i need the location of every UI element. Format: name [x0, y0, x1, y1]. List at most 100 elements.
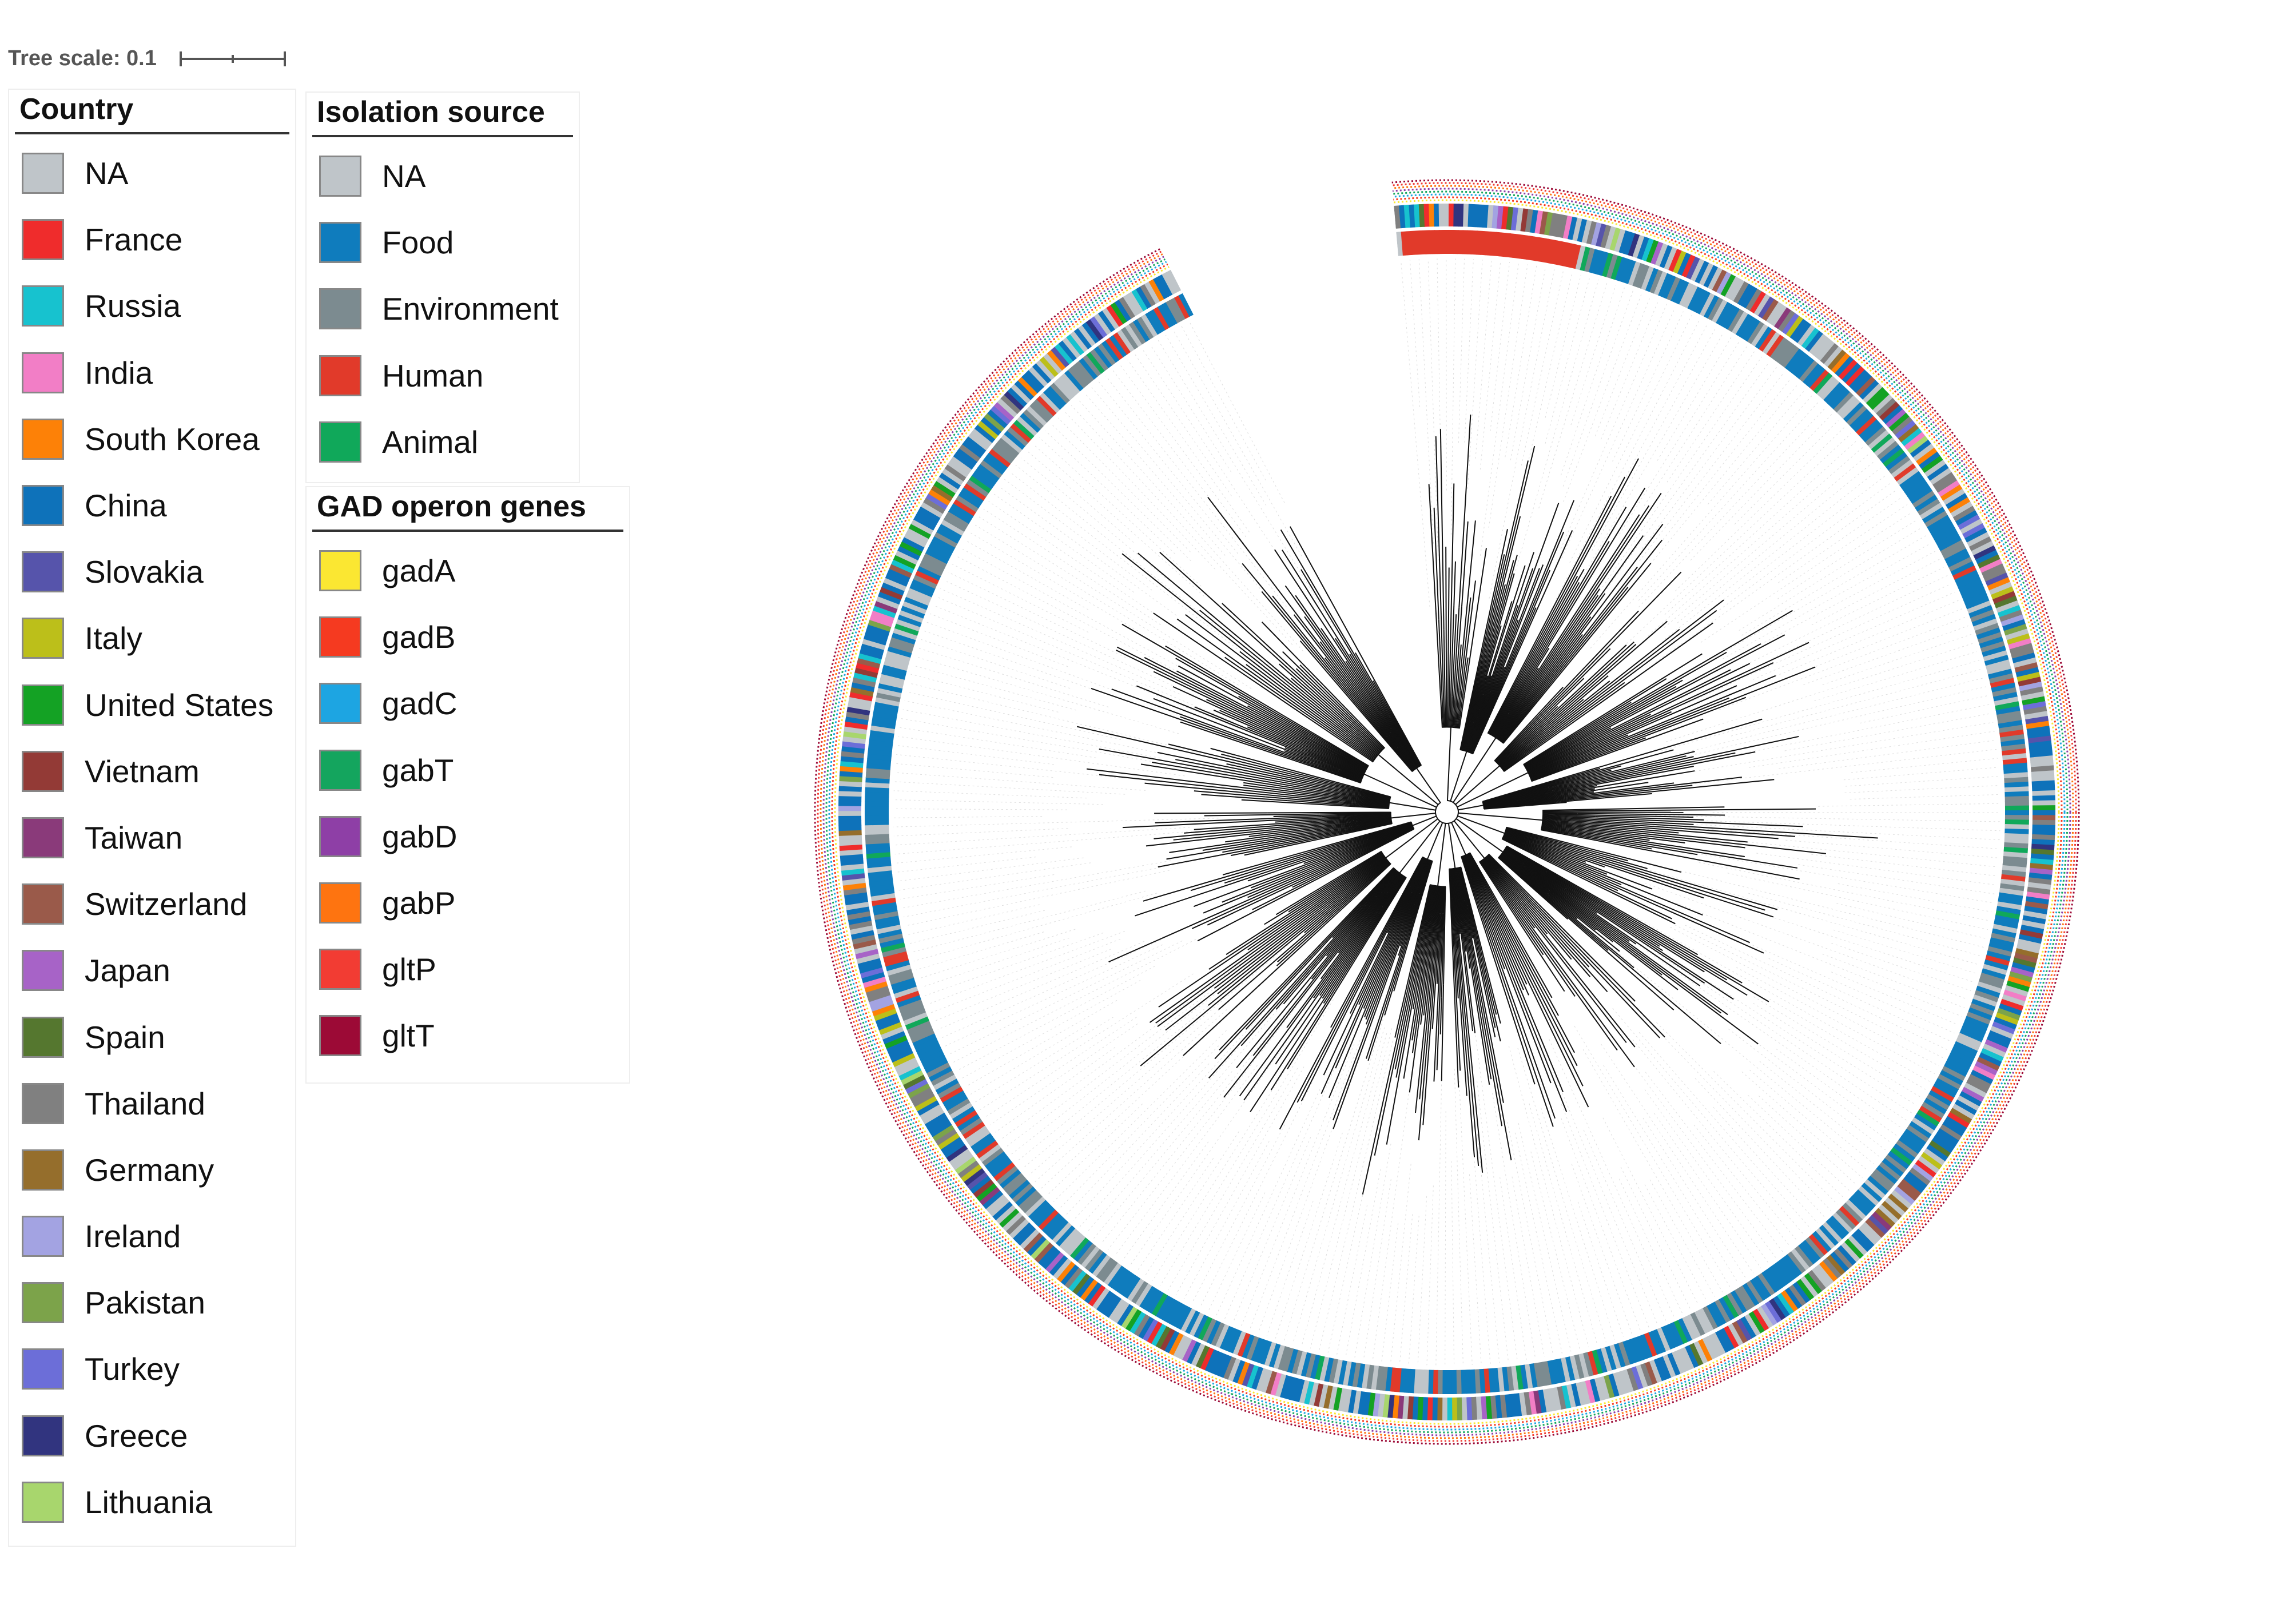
tip-guide-line [924, 630, 1229, 737]
ring-segment [2031, 780, 2055, 787]
ring-segment [2027, 886, 2051, 895]
ring-segment [1985, 955, 2010, 966]
tree-branch [1513, 884, 1590, 968]
ring-segment [881, 668, 906, 680]
ring-segment [1872, 394, 1894, 414]
ring-segment [936, 527, 960, 544]
tree-branch [1547, 644, 1637, 723]
ring-segment [1976, 1057, 2000, 1072]
ring-segment [1637, 236, 1650, 260]
tree-branch [1293, 614, 1398, 749]
tip-guide-line [1748, 731, 1995, 768]
tree-branch [1324, 657, 1387, 737]
ring-segment [2004, 842, 2029, 849]
ring-segment [1969, 1003, 1994, 1017]
ring-segment [979, 1186, 1000, 1205]
ring-segment [1796, 1279, 1815, 1301]
ring-segment [2000, 998, 2024, 1012]
legend-item: gabP [307, 870, 629, 936]
tree-branch [1497, 736, 1526, 764]
ring-segment [1960, 583, 1984, 598]
ring-segment [902, 600, 927, 615]
ring-segment [861, 643, 885, 655]
tip-guide-line [957, 966, 1155, 1071]
tip-guide-line [1492, 1093, 1536, 1359]
ring-segment [1016, 1225, 1036, 1246]
ring-segment [1431, 1397, 1438, 1420]
tree-branch [1390, 728, 1418, 769]
tree-branch [1457, 655, 1467, 728]
tree-branch [1261, 591, 1398, 754]
ring-segment [1726, 1292, 1743, 1316]
ring-segment [1977, 554, 2000, 569]
tip-guide-line [894, 830, 1197, 855]
ring-segment [1714, 1299, 1731, 1323]
ring-segment [2004, 777, 2029, 783]
tree-branch [1294, 705, 1374, 762]
ring-segment [2018, 934, 2042, 945]
ring-segment [1568, 216, 1578, 240]
ring-segment [1180, 1308, 1196, 1332]
ring-segment [1375, 1366, 1383, 1391]
ring-segment [1858, 1225, 1878, 1245]
ring-segment [1425, 230, 1431, 254]
ring-segment [1366, 1364, 1375, 1390]
tip-guide-line [1641, 367, 1777, 549]
ring-segment [2031, 775, 2055, 782]
ring-segment [1119, 296, 1136, 319]
tip-guide-line [1283, 1010, 1386, 1342]
tree-branch [1420, 885, 1433, 944]
ring-segment [1685, 1314, 1701, 1339]
tree-branch [1539, 514, 1640, 668]
legend-label: gadA [382, 553, 456, 589]
tip-guide-line [1690, 414, 1832, 561]
tree-branch [1436, 913, 1444, 1070]
ring-segment [1980, 641, 2005, 653]
ring-segment [1898, 1136, 1921, 1155]
ring-segment [869, 730, 894, 738]
tree-branch [1449, 483, 1455, 692]
ring-segment [1588, 249, 1600, 274]
ring-segment [1766, 335, 1785, 357]
legend-item: gltP [307, 936, 629, 1002]
ring-segment [1075, 360, 1095, 383]
ring-segment [869, 734, 894, 743]
tip-guide-line [1798, 864, 1995, 894]
legend-item: Human [307, 343, 579, 409]
ring-segment [1200, 1347, 1214, 1371]
ring-segment [1300, 1352, 1312, 1377]
tree-branch [1556, 755, 1687, 787]
ring-segment [913, 515, 936, 531]
ring-segment [1442, 1370, 1447, 1394]
ring-segment [1097, 343, 1116, 366]
tip-guide-line [1477, 1134, 1500, 1363]
ring-segment [973, 1136, 996, 1155]
ring-segment [990, 405, 1012, 425]
tree-branch [1311, 739, 1367, 770]
ring-segment [857, 658, 881, 669]
ring-segment [901, 1007, 926, 1021]
tree-branch [1458, 415, 1471, 608]
tip-guide-line [1107, 996, 1305, 1250]
ring-segment [846, 706, 870, 716]
ring-segment [1600, 225, 1612, 249]
tree-branch [1485, 857, 1531, 909]
ring-segment [908, 1024, 933, 1039]
ring-segment [888, 968, 913, 981]
ring-segment [1718, 1297, 1735, 1321]
tree-branch [1335, 892, 1413, 1069]
ring-segment [1787, 1251, 1806, 1274]
tree-branch [1525, 744, 1568, 769]
tree-branch [1502, 958, 1552, 1084]
tree-branch [1544, 505, 1650, 665]
ring-segment [2022, 696, 2046, 706]
tree-branch [1335, 787, 1390, 801]
legend-divider [312, 135, 573, 137]
ring-segment [1907, 483, 1930, 501]
ring-segment [895, 550, 918, 565]
ring-segment [1920, 1152, 1943, 1170]
tree-branch [1280, 791, 1389, 806]
ring-segment [1045, 1252, 1064, 1273]
tree-branch [1222, 841, 1279, 853]
